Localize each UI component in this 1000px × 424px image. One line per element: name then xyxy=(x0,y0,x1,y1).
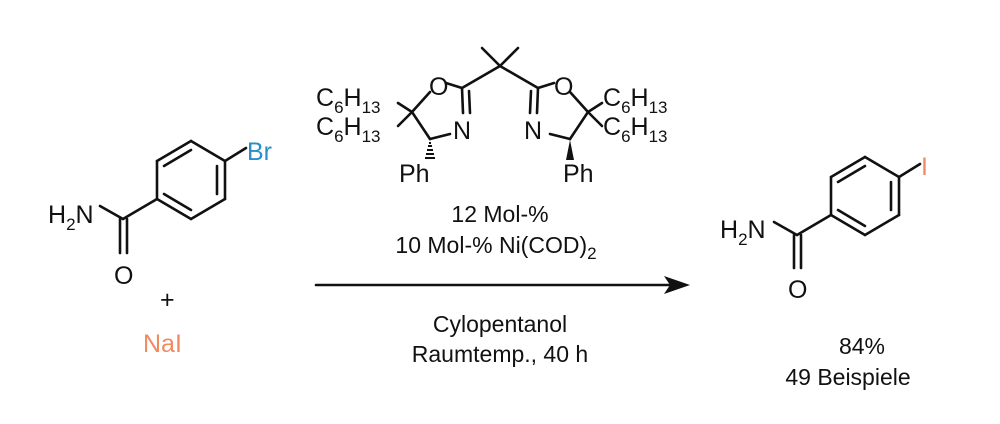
reactant-amine-group: H2N xyxy=(48,201,94,234)
ligand-oxygen-right: O xyxy=(554,73,573,101)
ligand-chain-3: C6H13 xyxy=(603,84,668,117)
catalyst-loading: 10 Mol-% Ni(COD)2 xyxy=(395,232,596,263)
product-amine-h-count: 2 xyxy=(738,230,747,249)
product-amine-group: H2N xyxy=(720,216,766,249)
product-oxygen: O xyxy=(788,276,807,304)
solvent-label: Cylopentanol xyxy=(433,311,567,337)
product-amine-n: N xyxy=(748,216,766,244)
reactant-bonds xyxy=(98,139,248,255)
reactant-4-bromobenzamide: H2N O Br xyxy=(48,138,272,290)
reactant-oxygen: O xyxy=(114,262,133,290)
sodium-iodide-label: NaI xyxy=(143,330,182,358)
yield-label: 84% xyxy=(839,333,885,359)
reactant-bromine: Br xyxy=(247,138,272,166)
product-iodine: I xyxy=(921,153,928,181)
ligand-phenyl-left: Ph xyxy=(399,160,430,188)
ligand-nitrogen-left: N xyxy=(453,117,471,145)
reaction-arrow xyxy=(314,276,690,294)
temperature-time-label: Raumtemp., 40 h xyxy=(412,341,588,367)
ligand-nitrogen-right: N xyxy=(524,117,542,145)
ligand-structure: C6H13 C6H13 C6H13 C6H13 O O N N Ph Ph xyxy=(316,46,668,188)
plus-sign: + xyxy=(160,286,175,314)
ligand-chain-4: C6H13 xyxy=(603,113,668,146)
bold-wedge-bond xyxy=(566,140,574,160)
ligand-phenyl-right: Ph xyxy=(563,160,594,188)
product-4-iodobenzamide: H2N O I xyxy=(720,153,928,304)
reactant-amine-n: N xyxy=(76,201,94,229)
reactant-amine-h-count: 2 xyxy=(66,215,75,234)
ligand-bonds xyxy=(396,46,604,141)
ligand-oxygen-left: O xyxy=(429,73,448,101)
reactant-amine-h: H xyxy=(48,201,66,229)
ligand-loading: 12 Mol-% xyxy=(451,201,548,227)
ligand-chain-1: C6H13 xyxy=(316,84,381,117)
examples-count: 49 Beispiele xyxy=(785,364,910,390)
product-amine-h: H xyxy=(720,216,738,244)
ligand-chain-2: C6H13 xyxy=(316,113,381,146)
product-bonds xyxy=(772,155,922,270)
hashed-wedge-bond xyxy=(425,142,435,159)
